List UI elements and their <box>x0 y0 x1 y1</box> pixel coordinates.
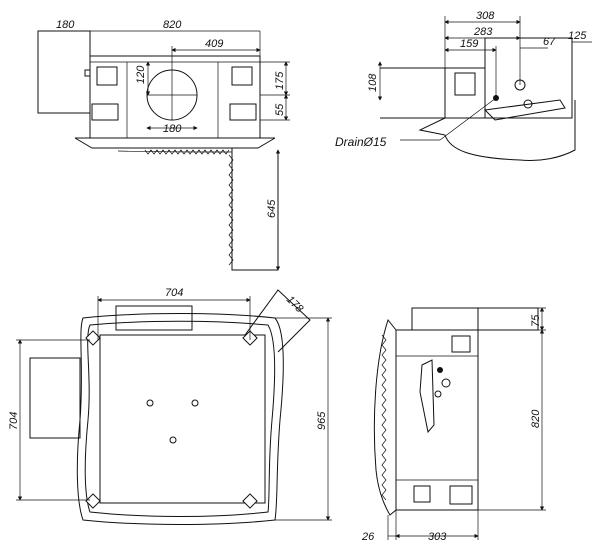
side-section-view: 308 283 159 67 125 108 DrainØ15 <box>335 10 592 161</box>
dim-75: 75 <box>530 314 542 327</box>
side-body-right <box>484 37 573 119</box>
dim-159: 159 <box>460 38 478 50</box>
dim-308: 308 <box>476 10 495 22</box>
plan-outline <box>76 313 284 525</box>
top-elevation-view: 180 820 409 120 180 175 55 645 <box>37 19 290 271</box>
dim-108: 108 <box>367 73 379 92</box>
dim-820-front: 820 <box>530 409 542 428</box>
dim-645: 645 <box>266 199 278 218</box>
dim-26: 26 <box>361 531 375 543</box>
dim-175: 175 <box>274 71 286 90</box>
dim-303: 303 <box>428 531 447 543</box>
front-view: 75 820 26 303 <box>361 307 546 543</box>
terminal-box <box>229 103 257 121</box>
front-body <box>395 329 479 511</box>
terminal-box <box>231 66 253 86</box>
terminal-box <box>91 103 119 121</box>
plan-top-box <box>115 305 193 331</box>
dim-965: 965 <box>316 411 328 430</box>
dim-704-top: 704 <box>165 287 183 299</box>
dim-125: 125 <box>568 30 587 42</box>
plan-grille <box>99 334 266 504</box>
drain-label: DrainØ15 <box>335 135 387 149</box>
dim-55: 55 <box>274 103 286 116</box>
dim-178: 178 <box>284 294 306 316</box>
terminal-box <box>96 66 118 86</box>
dim-409: 409 <box>205 38 223 50</box>
dim-180: 180 <box>56 19 75 31</box>
motor-box <box>37 30 91 114</box>
dim-704-left: 704 <box>8 412 20 430</box>
dim-120: 120 <box>135 65 147 84</box>
front-top-box <box>411 307 479 331</box>
plan-view: 704 704 178 965 <box>8 287 332 525</box>
dim-820: 820 <box>163 19 182 31</box>
dim-180-duct: 180 <box>163 123 182 135</box>
dim-283: 283 <box>473 26 493 38</box>
plan-side-box <box>29 357 81 439</box>
dim-67: 67 <box>543 36 556 48</box>
